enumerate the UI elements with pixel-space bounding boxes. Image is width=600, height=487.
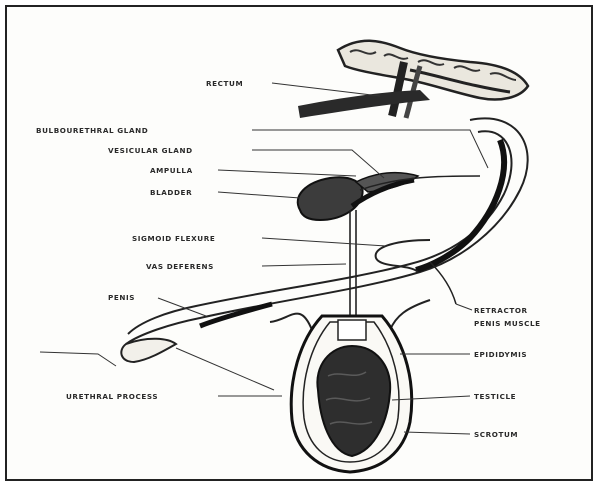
label-ampulla: AMPULLA [150, 166, 193, 175]
label-urethral-process: URETHRAL PROCESS [66, 392, 158, 401]
label-vesicular-gland: VESICULAR GLAND [108, 146, 193, 155]
label-rectum: RECTUM [206, 79, 243, 88]
label-retractor: RETRACTOR [474, 306, 528, 315]
label-epididymis: EPIDIDYMIS [474, 350, 527, 359]
label-vas-deferens: VAS DEFERENS [146, 262, 214, 271]
bladder [298, 177, 363, 220]
label-testicle: TESTICLE [474, 392, 516, 401]
vas-deferens [350, 210, 356, 322]
label-bladder: BLADDER [150, 188, 192, 197]
label-scrotum: SCROTUM [474, 430, 518, 439]
label-penis-muscle: PENIS MUSCLE [474, 319, 541, 328]
label-penis: PENIS [108, 293, 135, 302]
label-bulbourethral-gland: BULBOURETHRAL GLAND [36, 126, 148, 135]
label-sigmoid-flexure: SIGMOID FLEXURE [132, 234, 215, 243]
leader-lines [40, 83, 488, 434]
retractor-muscle [430, 262, 456, 304]
